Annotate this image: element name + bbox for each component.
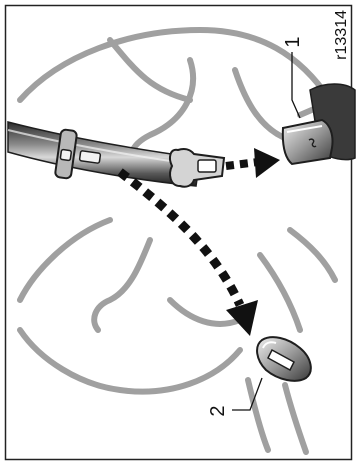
figure-frame <box>6 6 352 460</box>
callout-2-label: 2 <box>207 405 229 416</box>
figure-reference-code: r13314 <box>333 10 350 60</box>
callout-1-label: 1 <box>282 36 304 47</box>
